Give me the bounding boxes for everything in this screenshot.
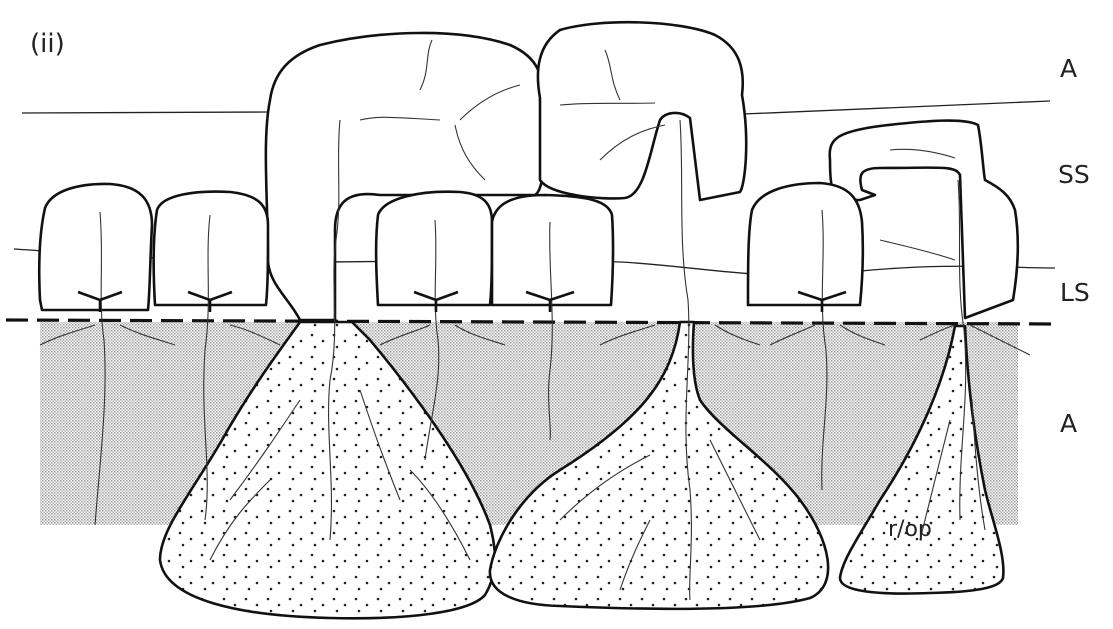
zone-label-a-top: A <box>1060 54 1077 83</box>
crack-9 <box>880 240 955 260</box>
zone-label-a-bottom: A <box>1060 409 1077 438</box>
annotation-r-op: r/op <box>888 517 932 542</box>
ped-small-2 <box>154 192 268 305</box>
upper-boundary-line <box>22 112 270 113</box>
ped-tall-middle <box>538 22 746 200</box>
ped-small-4 <box>492 195 613 305</box>
ped-small-5 <box>748 183 863 305</box>
ped-small-1 <box>39 184 152 310</box>
panel-label: (ii) <box>30 29 65 59</box>
upper-boundary-line-right <box>742 101 1050 114</box>
ped-small-3 <box>376 192 492 305</box>
zone-label-ls: LS <box>1060 278 1090 307</box>
zone-label-ss: SS <box>1058 160 1090 189</box>
